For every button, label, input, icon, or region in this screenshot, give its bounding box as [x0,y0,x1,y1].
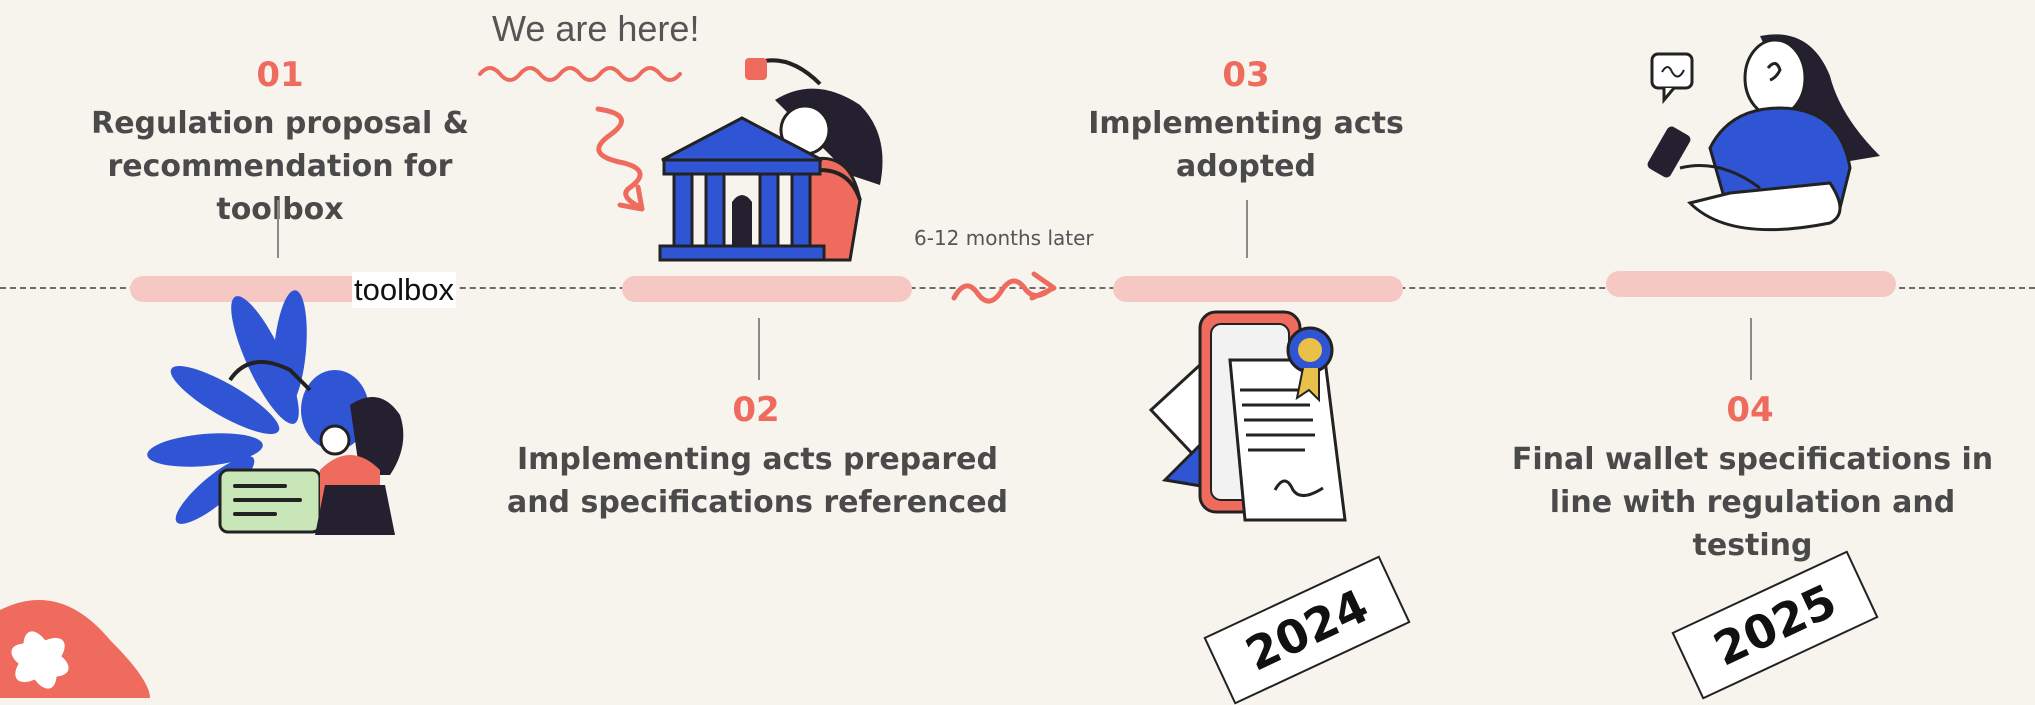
timeline-dashed-line [0,287,2035,289]
timeline-marker-02 [622,276,912,302]
timeline-marker-04 [1606,271,1896,297]
woman-with-bank-building-illustration [658,58,883,262]
step-01-title-line2: recommendation for toolbox [107,149,453,227]
step-02-connector [758,318,760,380]
wavy-arrow-icon [951,271,1057,304]
step-03-title-line2: adopted [1176,149,1316,184]
step-03-title: Implementing acts adopted [1046,102,1446,188]
timeline-marker-01 [130,276,370,302]
step-01-connector [277,200,279,258]
woman-with-phone-illustration [1647,34,1880,232]
step-02-title-line1: Implementing acts prepared [516,442,998,477]
later-label: 6-12 months later [914,226,1094,250]
year-2024-badge: 2024 [1203,555,1411,705]
curly-arrow-icon [595,106,645,212]
step-02-title: Implementing acts prepared and specifica… [505,438,1010,524]
squiggle-underline-icon [478,66,682,82]
step-01-number: 01 [256,55,304,95]
step-03-title-line1: Implementing acts [1088,106,1404,141]
we-are-here-label: We are here! [492,8,700,49]
step-02-number: 02 [732,390,780,430]
phone-with-certificate-illustration [1148,310,1347,522]
step-03-number: 03 [1222,55,1270,95]
step-04-connector [1750,318,1752,380]
step-04-title: Final wallet specifications in line with… [1500,438,2005,567]
year-2025-badge: 2025 [1671,550,1879,700]
step-01-title-line1: Regulation proposal & [91,106,469,141]
toolbox-label: toolbox [352,272,456,308]
step-03-connector [1246,200,1248,258]
flower-decoration-icon [0,600,150,698]
step-02-title-line2: and specifications referenced [506,485,1009,520]
timeline-marker-03 [1113,276,1403,302]
step-04-title-line1: Final wallet specifications in [1511,442,1994,477]
step-04-number: 04 [1726,390,1774,430]
woman-with-wallet-illustration [147,290,404,535]
step-01-title: Regulation proposal & recommendation for… [40,102,520,231]
step-04-title-line2: line with regulation and testing [1549,485,1956,563]
